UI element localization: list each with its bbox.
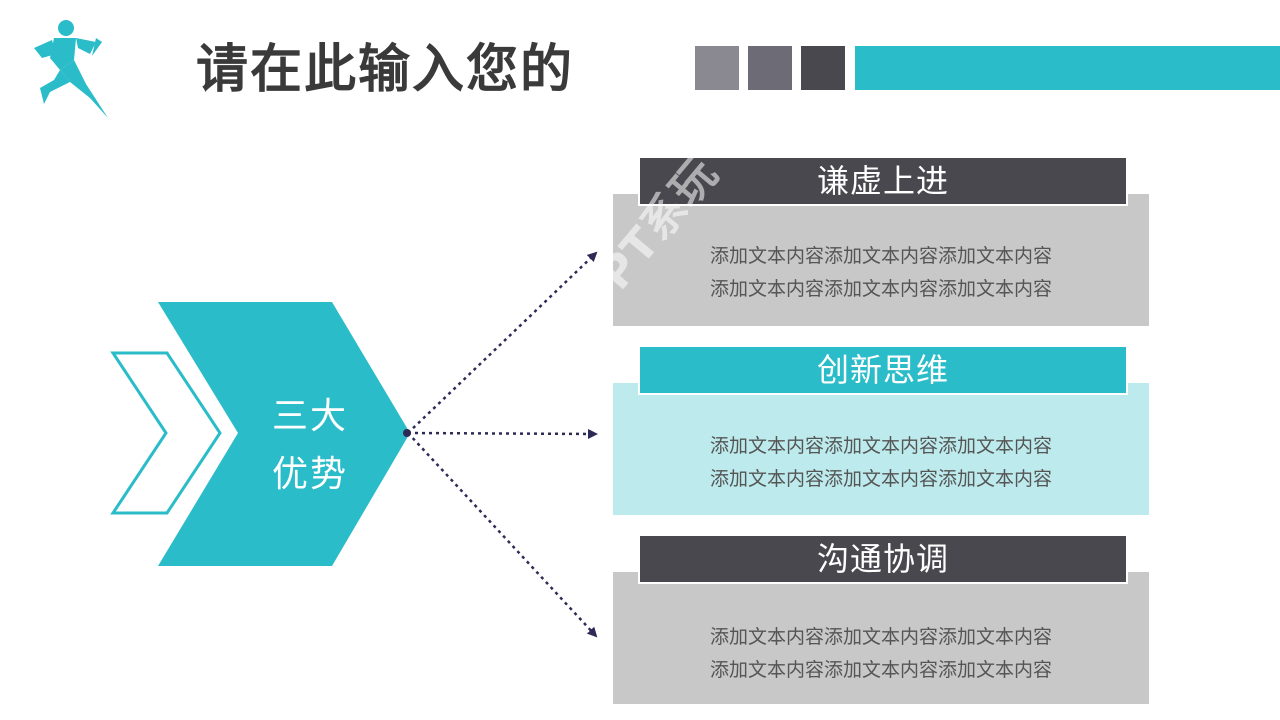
advantage-box-2-text-1: 添加文本内容添加文本内容添加文本内容 [709,435,1052,457]
connector-arrow-1 [407,251,598,434]
advantage-box-2-text-2: 添加文本内容添加文本内容添加文本内容 [709,468,1052,490]
header-square-3 [801,46,845,90]
advantage-box-1-heading: 谦虚上进 [638,156,1128,206]
header-accent-bar [855,46,1280,90]
advantage-box-1-body [613,194,1149,326]
advantage-box-2: 创新思维 添加文本内容添加文本内容添加文本内容 添加文本内容添加文本内容添加文本… [613,345,1149,517]
outline-chevron [110,351,222,515]
chevron-label-line-2: 优势 [271,454,348,495]
advantage-box-3-body [613,572,1149,704]
advantage-box-1-text-2: 添加文本内容添加文本内容添加文本内容 [709,278,1052,300]
advantage-box-1-text-1: 添加文本内容添加文本内容添加文本内容 [709,245,1052,267]
advantage-box-3: 沟通协调 添加文本内容添加文本内容添加文本内容 添加文本内容添加文本内容添加文本… [613,534,1149,706]
advantage-box-3-text-2: 添加文本内容添加文本内容添加文本内容 [709,659,1052,681]
running-man-icon [30,18,112,120]
advantage-box-3-text-1: 添加文本内容添加文本内容添加文本内容 [709,626,1052,648]
header-square-2 [748,46,792,90]
chevron-label: 三大 优势 [248,388,372,504]
chevron-label-line-1: 三大 [271,396,348,437]
advantage-box-2-body [613,383,1149,515]
running-man-shape [34,20,108,118]
connector-arrow-3 [407,432,598,638]
advantage-box-1: 谦虚上进 添加文本内容添加文本内容添加文本内容 添加文本内容添加文本内容添加文本… [613,156,1149,328]
page-title: 请在此输入您的 [196,40,575,100]
advantage-box-3-heading: 沟通协调 [638,534,1128,584]
connector-arrow-2 [407,428,598,439]
advantage-box-2-heading: 创新思维 [638,345,1128,395]
header-square-1 [695,46,739,90]
main-chevron [158,302,410,566]
